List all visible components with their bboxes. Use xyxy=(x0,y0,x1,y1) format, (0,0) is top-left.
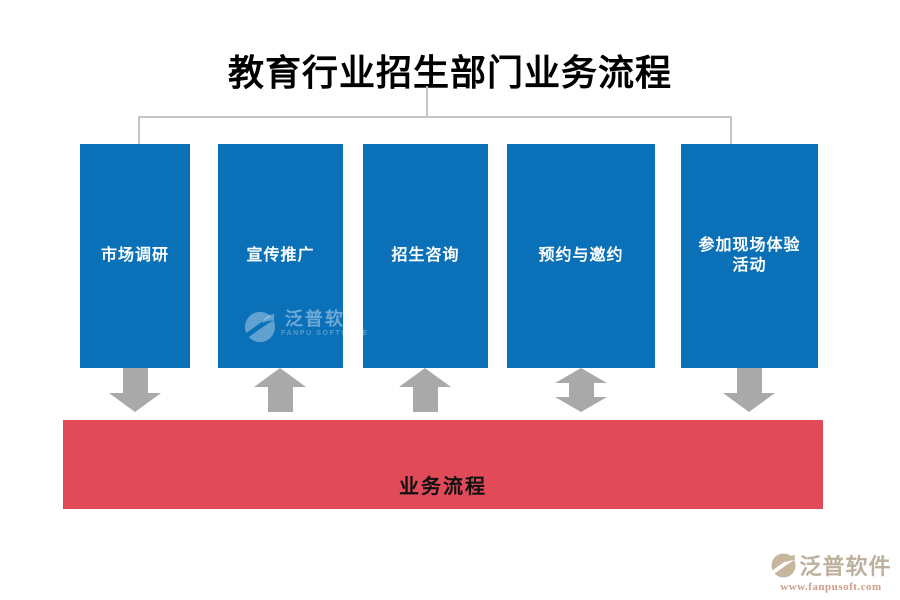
process-box-label: 参加现场体验 活动 xyxy=(698,237,801,274)
process-box-market-research: 市场调研 xyxy=(80,144,190,368)
flow-arrow-both xyxy=(555,368,607,412)
footer-logo-url: www.fanpusoft.com xyxy=(780,581,882,593)
connector-drop-left xyxy=(138,116,140,144)
process-box-label: 招生咨询 xyxy=(391,247,460,264)
page-title: 教育行业招生部门业务流程 xyxy=(227,53,672,93)
connector-drop-right xyxy=(730,116,732,144)
connector-stem xyxy=(426,86,428,117)
process-box-label: 市场调研 xyxy=(100,247,169,264)
flow-arrow-up xyxy=(399,368,451,412)
process-box-label: 宣传推广 xyxy=(246,247,315,264)
process-box-promotion: 宣传推广 xyxy=(218,144,343,368)
footer-logo-brand: 泛普软件 xyxy=(799,554,892,579)
process-box-label: 预约与邀约 xyxy=(538,247,624,264)
process-box-onsite-experience: 参加现场体验 活动 xyxy=(681,144,818,368)
footer-logo: 泛普软件 www.fanpusoft.com xyxy=(768,549,894,593)
process-box-enrollment-consult: 招生咨询 xyxy=(363,144,488,368)
business-process-bar: 业务流程 xyxy=(63,420,823,509)
flow-arrow-up xyxy=(254,368,306,412)
flow-arrow-down xyxy=(723,368,775,412)
fanpu-logo-icon xyxy=(771,553,797,577)
flow-arrow-down xyxy=(109,368,161,412)
business-process-label: 业务流程 xyxy=(399,476,487,498)
connector-horizontal xyxy=(138,116,732,118)
process-box-appointment: 预约与邀约 xyxy=(507,144,655,368)
